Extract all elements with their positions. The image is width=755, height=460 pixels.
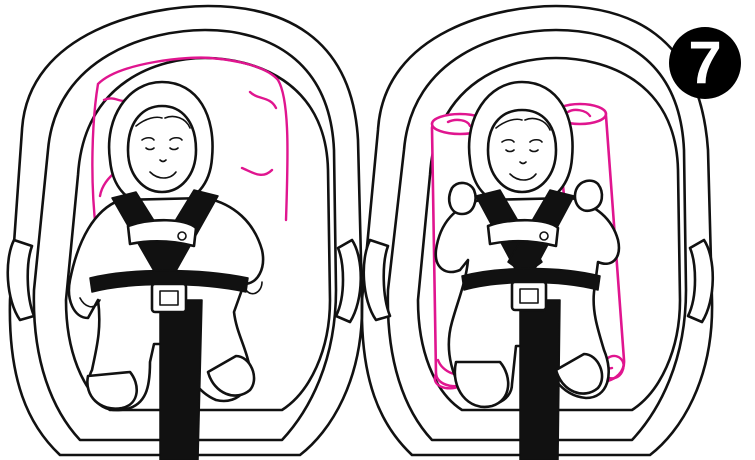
handle-left-a bbox=[8, 240, 34, 320]
handle-right-b bbox=[688, 240, 713, 322]
handle-right-a bbox=[364, 240, 390, 320]
crotch-strap-right bbox=[520, 300, 560, 460]
baby-face-left bbox=[128, 106, 196, 192]
crotch-strap-left bbox=[160, 300, 202, 460]
step-number: 7 bbox=[688, 33, 721, 93]
step-number-badge: 7 bbox=[669, 27, 741, 99]
left-car-seat-panel bbox=[8, 6, 362, 460]
baby-foot-left-a bbox=[87, 372, 136, 409]
handle-left-b bbox=[336, 240, 361, 322]
right-car-seat-panel bbox=[362, 6, 713, 460]
baby-hand-right-b bbox=[575, 181, 602, 211]
buckle-left bbox=[152, 284, 186, 312]
buckle-right bbox=[512, 282, 546, 310]
baby-foot-right-a bbox=[455, 362, 508, 407]
baby-hand-right-a bbox=[449, 183, 475, 214]
